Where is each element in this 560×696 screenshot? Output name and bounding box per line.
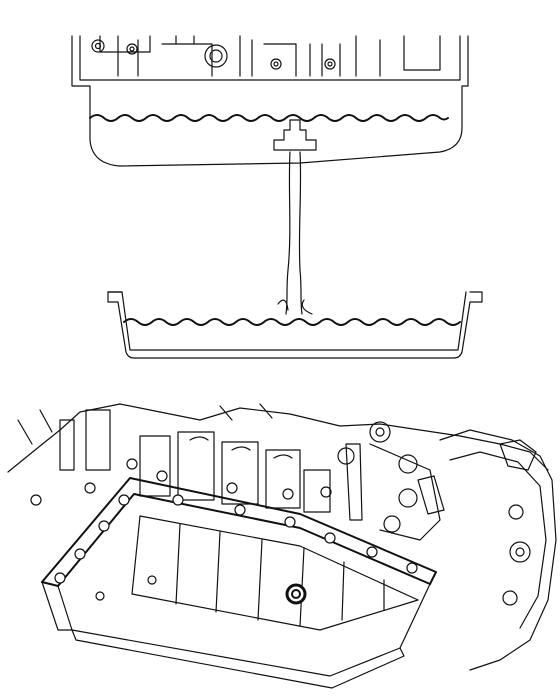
transmission-body xyxy=(7,403,557,671)
fluid-stream xyxy=(285,151,303,315)
drain-plug xyxy=(273,119,317,151)
pan-drain-plug xyxy=(285,583,307,605)
oil-pan xyxy=(41,477,437,689)
drain-container xyxy=(107,291,483,359)
fluid-level-housing xyxy=(89,114,449,122)
pan-bolts xyxy=(54,494,418,601)
fluid-level-container xyxy=(123,318,461,326)
transmission-housing xyxy=(71,35,469,167)
